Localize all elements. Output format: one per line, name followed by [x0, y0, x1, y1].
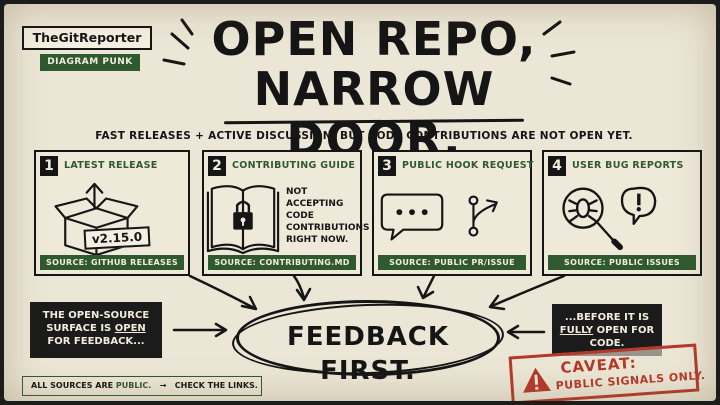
arrow-card4 [490, 274, 566, 308]
footer-emph: PUBLIC. [115, 381, 152, 390]
caveat-stamp: CAVEAT: PUBLIC SIGNALS ONLY. [508, 343, 706, 401]
bug-magnifier-icon [562, 186, 657, 251]
right-callout-pre: ...BEFORE IT IS [564, 312, 650, 323]
card-title: LATEST RELEASE [64, 160, 158, 171]
warning-triangle-icon [523, 367, 552, 393]
footer-left: ALL SOURCES ARE [31, 381, 116, 390]
arrow-card2 [292, 274, 306, 300]
left-callout-pre: THE OPEN-SOURCE SURFACE IS [42, 310, 150, 334]
poster-canvas: TheGitReporter DIAGRAM PUNK OPEN REPO, N… [4, 4, 716, 401]
card-number: 1 [40, 156, 58, 176]
card-user-bug-reports: 4 USER BUG REPORTS SOURCE: PUBLIC ISSUES [542, 150, 702, 276]
card-number: 3 [378, 156, 396, 176]
brand-name: TheGitReporter [22, 26, 152, 50]
left-callout-emph: OPEN [114, 323, 146, 334]
card-source: SOURCE: PUBLIC ISSUES [548, 255, 696, 270]
arrow-card3 [422, 274, 436, 298]
card-source: SOURCE: GITHUB RELEASES [40, 255, 184, 270]
arrow-right-icon: → [154, 381, 172, 390]
right-callout-post: OPEN FOR CODE. [589, 325, 655, 349]
chat-branch-icon [380, 193, 498, 241]
right-callout: ...BEFORE IT IS FULLY OPEN FOR CODE. [552, 304, 662, 356]
card-number: 4 [548, 156, 566, 176]
footer-note: ALL SOURCES ARE PUBLIC. → CHECK THE LINK… [22, 376, 262, 396]
card-source: SOURCE: CONTRIBUTING.MD [208, 255, 356, 270]
right-callout-emph: FULLY [559, 325, 594, 336]
brand-tagline: DIAGRAM PUNK [40, 54, 140, 71]
burst-marks-icon [162, 18, 576, 86]
left-callout-post: FOR FEEDBACK... [47, 336, 145, 347]
arrow-card1 [188, 274, 256, 310]
card-title: CONTRIBUTING GUIDE [232, 160, 356, 171]
subtitle: FAST RELEASES + ACTIVE DISCUSSION, BUT C… [95, 130, 633, 142]
brand-block: TheGitReporter DIAGRAM PUNK [22, 26, 152, 78]
guide-note: NOT ACCEPTING CODE CONTRIBUTIONS RIGHT N… [286, 187, 370, 245]
card-contributing-guide: 2 CONTRIBUTING GUIDE SOURCE: CONTRIBUTIN… [202, 150, 362, 276]
center-headline: FEEDBACK FIRST. [286, 322, 450, 386]
left-callout: THE OPEN-SOURCE SURFACE IS OPEN FOR FEED… [30, 302, 162, 358]
card-public-hook-request: 3 PUBLIC HOOK REQUEST SOURCE: PUBLIC PR/… [372, 150, 534, 276]
locked-book-icon [206, 185, 280, 255]
flow-arrows [172, 274, 566, 340]
center-oval [236, 300, 500, 376]
card-source: SOURCE: PUBLIC PR/ISSUE [378, 255, 526, 270]
title-line-1: OPEN REPO, [211, 12, 537, 66]
card-latest-release: 1 LATEST RELEASE SOURCE: GITHUB RELEASES [34, 150, 190, 276]
footer-right: CHECK THE LINKS. [174, 381, 258, 390]
card-title: USER BUG REPORTS [572, 160, 684, 171]
card-number: 2 [208, 156, 226, 176]
card-title: PUBLIC HOOK REQUEST [402, 160, 534, 171]
